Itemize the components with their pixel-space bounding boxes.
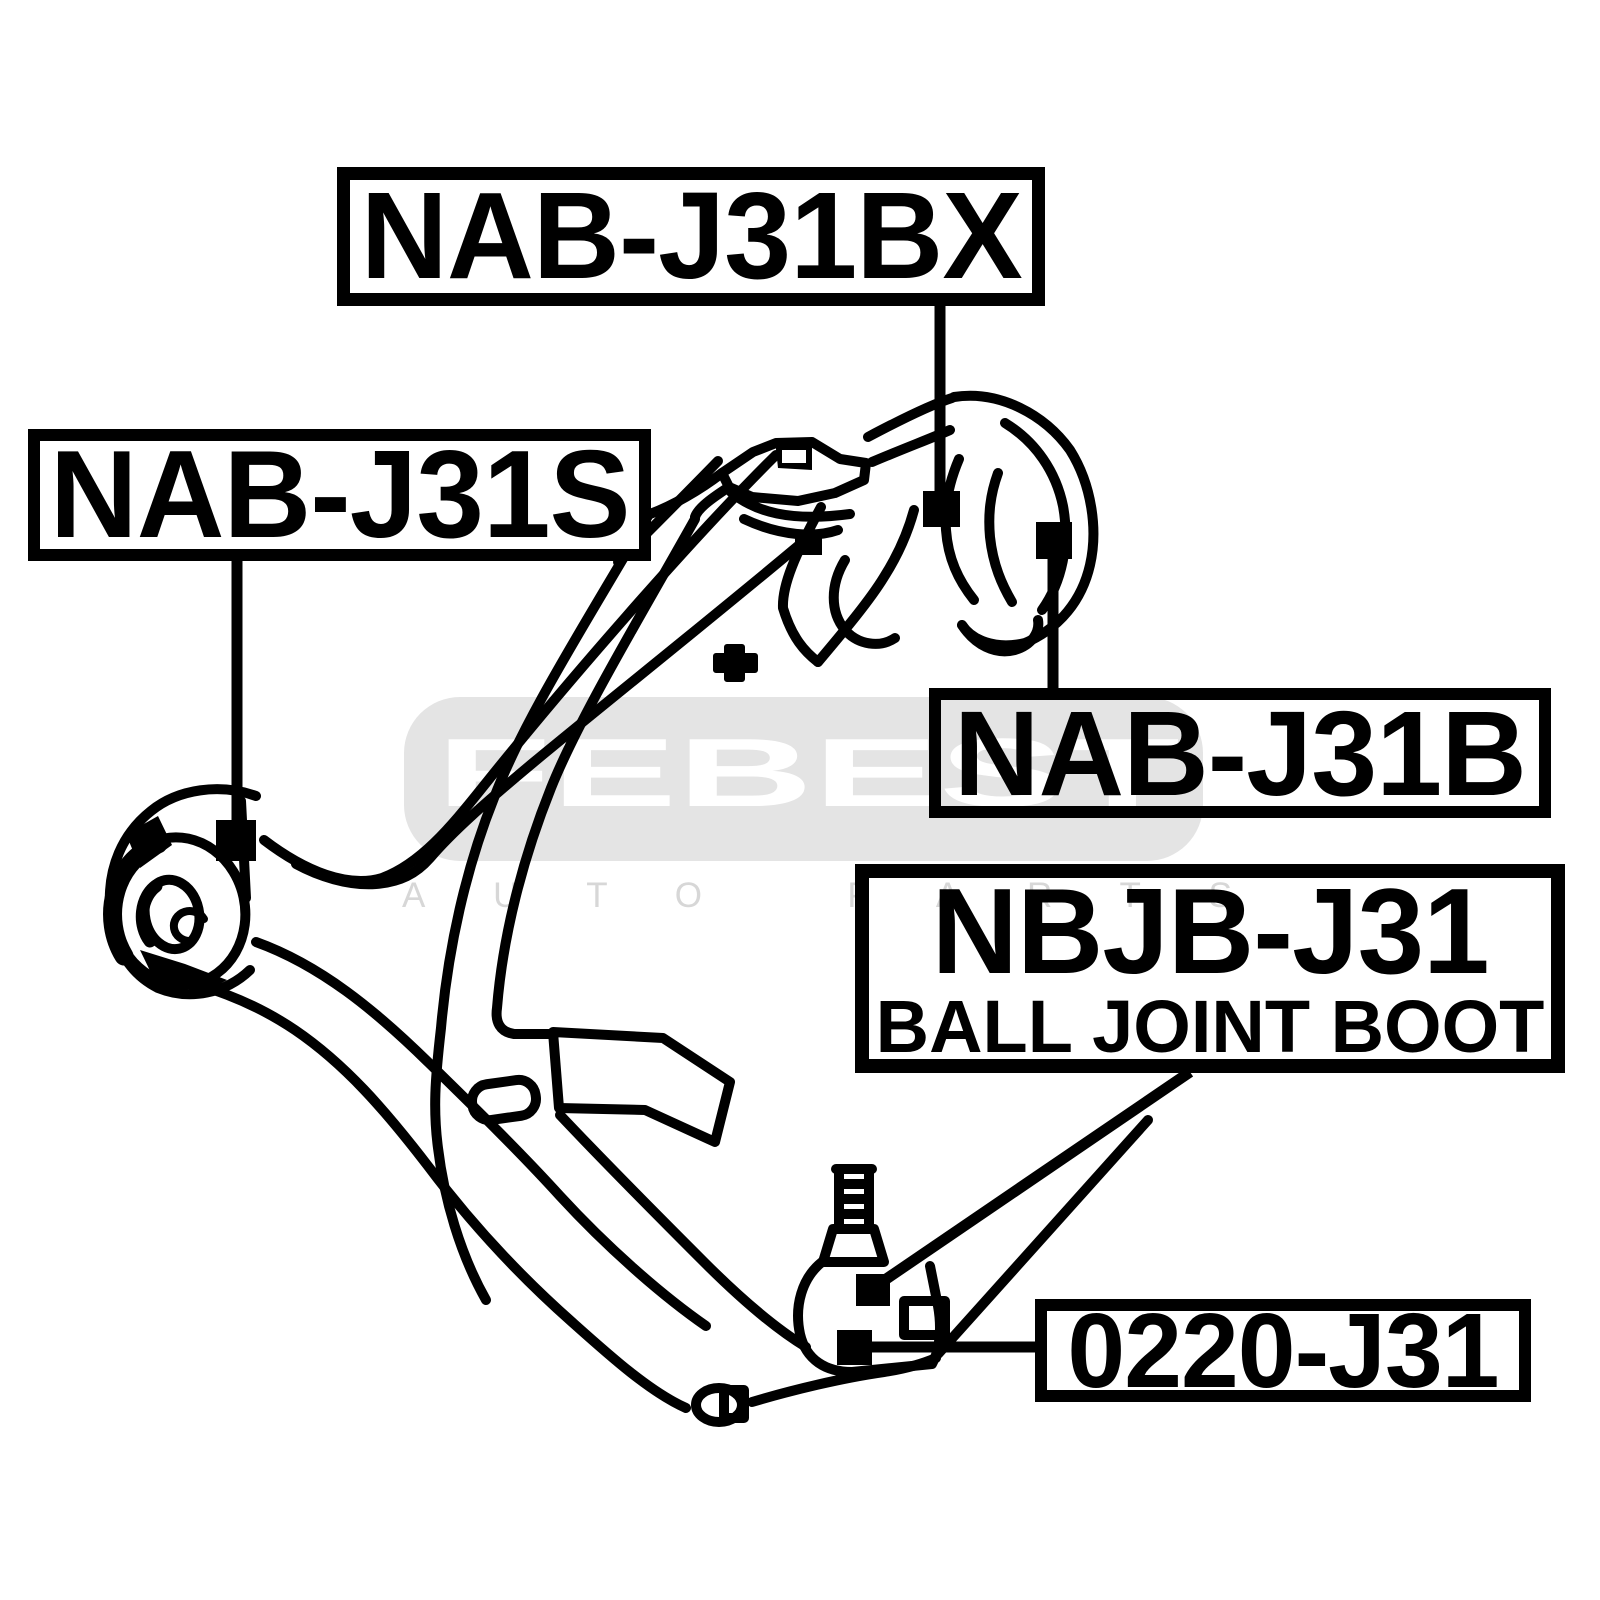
suspension-drawing: [103, 390, 1153, 1427]
arm-bottom-edge: [147, 969, 691, 1413]
housing-shading-top: [126, 816, 172, 868]
part-code: NAB-J31BX: [360, 168, 1022, 305]
bracket-to-rail-link-b: [690, 482, 734, 522]
part-code: NBJB-J31: [931, 863, 1490, 1000]
part-code: NAB-J31S: [49, 426, 631, 564]
balljoint-neck: [818, 1224, 889, 1267]
saddle-left-edge: [777, 502, 826, 667]
bracket-plate-outline: [717, 437, 871, 506]
balljoint-bottom-lip: [747, 1353, 941, 1407]
callout-box-nab-j31s: NAB-J31S: [28, 429, 651, 561]
marker-nab-j31b: [1036, 522, 1072, 559]
marker-nab-j31bx: [923, 491, 960, 527]
boot-right-edge: [984, 468, 1017, 607]
marker-nab-j31s: [216, 820, 256, 861]
subframe-edge-upright: [933, 1115, 1153, 1359]
subframe-ear-outer: [949, 390, 1099, 651]
balljoint-flange: [899, 1296, 950, 1340]
arm-seam-line: [251, 937, 711, 1331]
arm-slot-hole: [467, 1074, 541, 1126]
callout-box-nbjb-j31: NBJB-J31 BALL JOINT BOOT: [855, 864, 1565, 1073]
housing-shading-bottom: [140, 950, 227, 994]
part-code: NAB-J31B: [953, 684, 1527, 821]
marker-0220-j31: [837, 1330, 872, 1365]
bushing-inner-shading: [135, 879, 163, 948]
callout-box-0220-j31: 0220-J31: [1035, 1291, 1531, 1410]
front-rail-foot: [548, 1027, 735, 1147]
balljoint-stud-threads: [834, 1179, 874, 1219]
callout-box-nab-j31bx: NAB-J31BX: [337, 167, 1045, 306]
bracket-to-rail-link-a: [645, 468, 727, 519]
bracket-plate-slot: [782, 450, 806, 463]
saddle-right-edge: [813, 505, 919, 667]
marker-nbjb-j31: [856, 1274, 890, 1306]
arm-end-tab: [719, 1385, 749, 1423]
bracket-lower-hook: [828, 555, 900, 649]
clip-plus: [713, 644, 758, 682]
bushing-inner-hook: [169, 907, 208, 946]
arm-top-edge: [555, 1110, 811, 1352]
bracket-lower-plate-top: [726, 487, 855, 522]
leader-nbjb-j31: [869, 1067, 1194, 1293]
part-code: 0220-J31: [1067, 1291, 1499, 1410]
bracket-lower-plate-bottom: [739, 514, 843, 540]
part-caption: BALL JOINT BOOT: [875, 985, 1545, 1069]
callout-box-nab-j31b: NAB-J31B: [929, 688, 1551, 818]
callout-leaders: [216, 306, 1194, 1365]
boot-left-edge: [940, 454, 979, 605]
